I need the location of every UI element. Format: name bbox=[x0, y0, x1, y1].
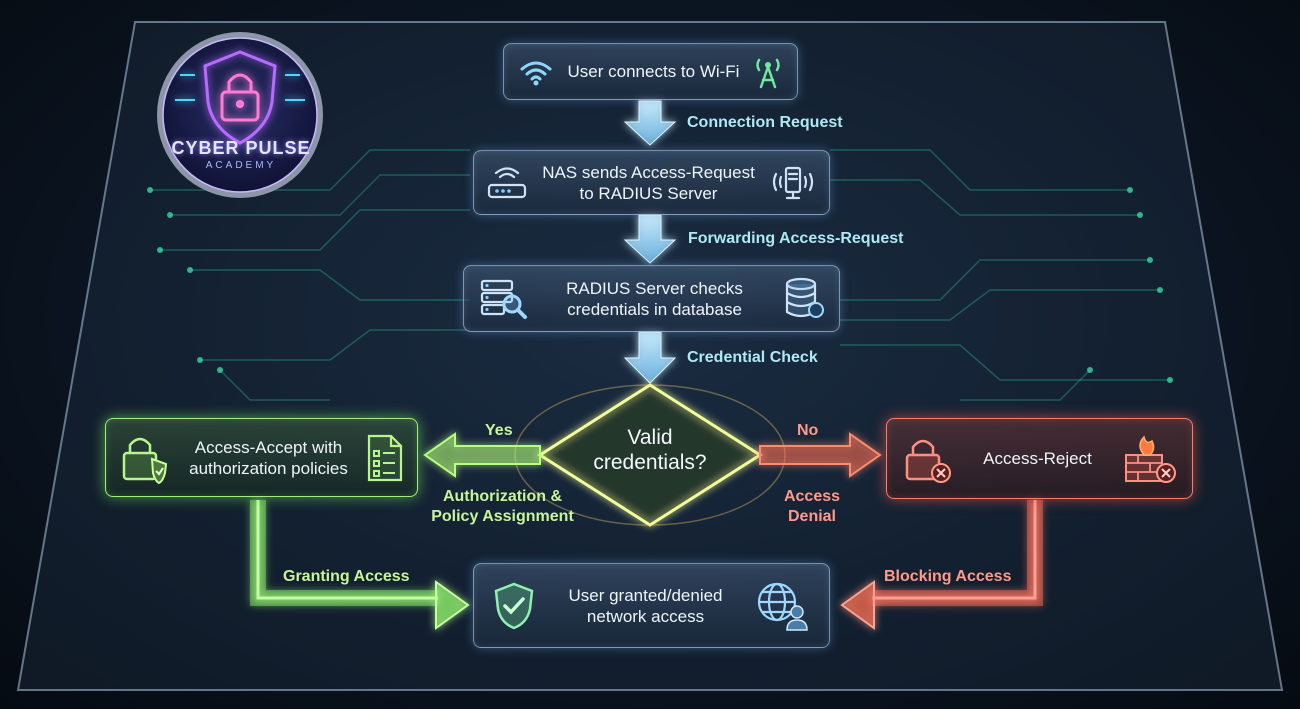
flow-arrow-nas-to-radius bbox=[623, 214, 677, 264]
node-access-accept: Access-Accept with authorization policie… bbox=[105, 418, 418, 497]
router-icon bbox=[486, 165, 528, 201]
logo-title: CYBER PULSE bbox=[171, 138, 311, 158]
node-radius-check: RADIUS Server checks credentials in data… bbox=[463, 265, 840, 332]
label-yes: Yes bbox=[485, 422, 513, 439]
shield-lock-icon bbox=[175, 50, 305, 145]
label-authorization-policy: Authorization & Policy Assignment bbox=[431, 488, 574, 525]
label-access-denial: Access Denial bbox=[783, 488, 841, 525]
node-user-connects-text: User connects to Wi-Fi bbox=[567, 62, 740, 81]
yes-arrow bbox=[423, 432, 541, 478]
node-radius-check-text: RADIUS Server checks credentials in data… bbox=[566, 278, 743, 319]
lock-shield-icon bbox=[118, 431, 172, 485]
flow-arrow-connect-to-nas bbox=[623, 100, 677, 146]
lock-x-icon bbox=[901, 433, 953, 485]
label-connection-request: Connection Request bbox=[687, 114, 843, 131]
wifi-icon bbox=[518, 57, 554, 87]
circuit-traces-right bbox=[830, 149, 1170, 401]
flow-arrow-radius-to-decision bbox=[623, 331, 677, 384]
blocking-access-connector bbox=[840, 500, 1043, 630]
server-search-icon bbox=[478, 278, 528, 320]
logo-emblem bbox=[157, 32, 323, 198]
circuit-traces-left bbox=[150, 149, 470, 401]
label-granting-access: Granting Access bbox=[283, 568, 410, 585]
node-access-accept-text: Access-Accept with authorization policie… bbox=[189, 437, 348, 478]
antenna-icon bbox=[753, 55, 783, 89]
label-forwarding-access-request: Forwarding Access-Request bbox=[688, 230, 904, 247]
globe-user-icon bbox=[755, 580, 811, 632]
decision-text: Valid credentials? bbox=[593, 426, 707, 474]
node-access-reject-text: Access-Reject bbox=[983, 449, 1092, 468]
no-arrow bbox=[759, 432, 882, 478]
node-access-reject: Access-Reject bbox=[886, 418, 1193, 499]
node-nas-request-text: NAS sends Access-Request to RADIUS Serve… bbox=[542, 162, 755, 203]
granting-access-connector bbox=[250, 500, 470, 630]
node-nas-request: NAS sends Access-Request to RADIUS Serve… bbox=[473, 150, 830, 215]
node-final-access: User granted/denied network access bbox=[473, 563, 830, 648]
policy-document-icon bbox=[365, 433, 405, 483]
node-user-connects: User connects to Wi-Fi bbox=[503, 43, 798, 100]
node-final-access-text: User granted/denied network access bbox=[568, 585, 723, 626]
logo-subtitle: ACADEMY bbox=[205, 160, 277, 171]
firewall-x-icon bbox=[1122, 433, 1178, 485]
label-credential-check: Credential Check bbox=[687, 349, 818, 366]
label-blocking-access: Blocking Access bbox=[884, 568, 1012, 585]
shield-check-icon bbox=[492, 581, 536, 631]
database-icon bbox=[781, 276, 825, 322]
label-no: No bbox=[797, 422, 819, 439]
server-signal-icon bbox=[769, 164, 817, 202]
